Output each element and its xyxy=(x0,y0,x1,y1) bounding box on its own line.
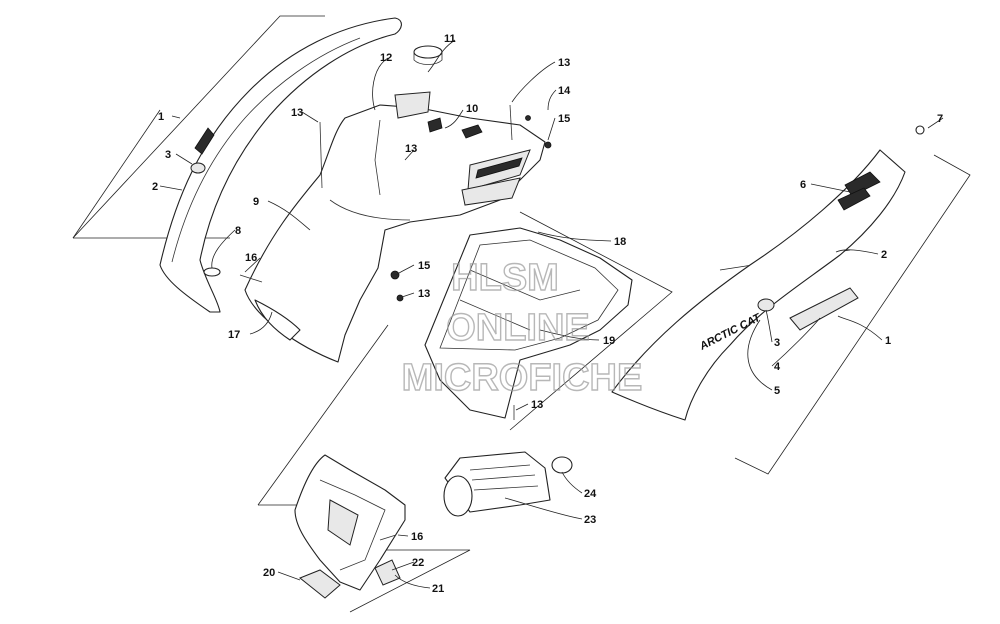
right-side-panel: ARCTIC CAT xyxy=(611,125,925,421)
callout-9: 9 xyxy=(253,196,259,208)
hood-assembly xyxy=(244,45,546,363)
callout-15-b: 15 xyxy=(418,260,430,272)
callout-3-right: 3 xyxy=(774,337,780,349)
inner-console-panel xyxy=(424,227,633,419)
oval-cap-icon xyxy=(203,267,221,277)
watermark-line-2: ONLINE xyxy=(446,307,590,349)
callout-12: 12 xyxy=(380,52,392,64)
callout-22: 22 xyxy=(412,557,424,569)
callout-3-left: 3 xyxy=(165,149,171,161)
callout-13-d: 13 xyxy=(418,288,430,300)
grommet-icon xyxy=(190,162,206,174)
callout-13-e: 13 xyxy=(531,399,543,411)
callout-20: 20 xyxy=(263,567,275,579)
clamp-icon xyxy=(551,456,573,474)
callout-4: 4 xyxy=(774,361,781,373)
callout-13-c: 13 xyxy=(558,57,570,69)
callout-2-right: 2 xyxy=(881,249,887,261)
callout-23: 23 xyxy=(584,514,596,526)
watermark: HLSM ONLINE MICROFICHE xyxy=(401,256,643,399)
callout-24: 24 xyxy=(584,488,597,500)
callout-16-b: 16 xyxy=(411,531,423,543)
callout-19: 19 xyxy=(603,335,615,347)
callout-6: 6 xyxy=(800,179,806,191)
callout-2-left: 2 xyxy=(152,181,158,193)
group-boundary-lines xyxy=(72,15,971,613)
callout-8: 8 xyxy=(235,225,241,237)
callout-18: 18 xyxy=(614,236,626,248)
screw-icon xyxy=(915,125,925,135)
callout-5: 5 xyxy=(774,385,780,397)
callout-13-a: 13 xyxy=(291,107,303,119)
leader-lines xyxy=(159,39,944,589)
watermark-line-3: MICROFICHE xyxy=(402,357,643,399)
callout-17: 17 xyxy=(228,329,240,341)
callout-15-a: 15 xyxy=(558,113,570,125)
callout-14: 14 xyxy=(558,85,571,97)
air-intake-duct xyxy=(443,451,573,517)
fasteners xyxy=(239,104,552,541)
callout-1-left: 1 xyxy=(158,111,164,123)
watermark-line-1: HLSM xyxy=(451,257,559,299)
grommet-icon xyxy=(757,298,775,312)
vent-cap-icon xyxy=(413,45,443,59)
callout-21: 21 xyxy=(432,583,444,595)
left-side-panel xyxy=(159,17,402,313)
callout-11: 11 xyxy=(444,33,456,45)
callout-7: 7 xyxy=(937,113,943,125)
callout-16-a: 16 xyxy=(245,252,257,264)
callout-13-b: 13 xyxy=(405,143,417,155)
callout-10: 10 xyxy=(466,103,478,115)
lower-nose-assembly xyxy=(294,454,406,599)
callout-1-right: 1 xyxy=(885,335,891,347)
callout-numbers: 1 3 2 8 9 11 12 13 10 13 13 14 15 16 17 … xyxy=(152,33,943,595)
